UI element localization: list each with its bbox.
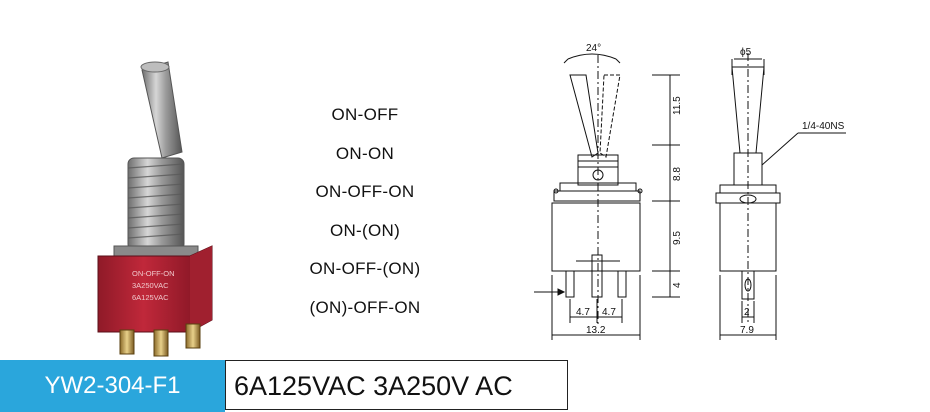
body-marking: ON-OFF-ON 3A250VAC 6A125VAC: [132, 269, 175, 302]
mode-item: (ON)-OFF-ON: [309, 297, 421, 317]
body-width-label: 13.2: [586, 325, 606, 336]
mode-item: ON-OFF-(ON): [309, 259, 421, 278]
thread-label: 1/4-40NS: [802, 121, 845, 132]
svg-text:ON-OFF-ON: ON-OFF-ON: [132, 269, 175, 278]
model-number: YW2-304-F1: [0, 360, 225, 412]
pin-3: [185, 323, 201, 349]
pin-2: [153, 329, 169, 357]
pin-pitch-right-label: 4.7: [602, 307, 616, 318]
mode-item: ON-(ON): [329, 220, 401, 240]
lever-height-label: 11.5: [672, 96, 683, 115]
electrical-rating: 6A125VAC 3A250V AC: [225, 360, 568, 410]
body-height-label: 9.5: [672, 231, 683, 245]
lever-diameter-label: ϕ5: [740, 47, 752, 58]
dimension-drawing: 24° 11.5 8.8 9.5 4 4.7 4.7 13.2 ϕ5 1/4-4…: [534, 43, 846, 340]
spec-bar: YW2-304-F1 6A125VAC 3A250V AC: [0, 354, 930, 412]
pin-1: [119, 329, 135, 355]
pin-width-label: 2: [744, 307, 750, 318]
toggle-switch-photo: ON-OFF-ON 3A250VAC 6A125VAC: [97, 61, 213, 357]
mode-item: ON-OFF: [331, 105, 399, 124]
mode-item: ON-OFF-ON: [315, 182, 415, 201]
lever: [141, 61, 183, 159]
switch-modes-list: ON-OFF ON-ON ON-OFF-ON ON-(ON) ON-OFF-(O…: [270, 96, 460, 327]
pin-length-label: 4: [672, 282, 683, 288]
mode-item: ON-ON: [335, 143, 395, 163]
svg-text:3A250VAC: 3A250VAC: [132, 281, 169, 290]
svg-text:6A125VAC: 6A125VAC: [132, 293, 169, 302]
pin-pitch-left-label: 4.7: [576, 307, 590, 318]
bushing-height-label: 8.8: [672, 167, 683, 181]
angle-label: 24°: [586, 43, 601, 54]
side-body-width-label: 7.9: [740, 325, 754, 336]
